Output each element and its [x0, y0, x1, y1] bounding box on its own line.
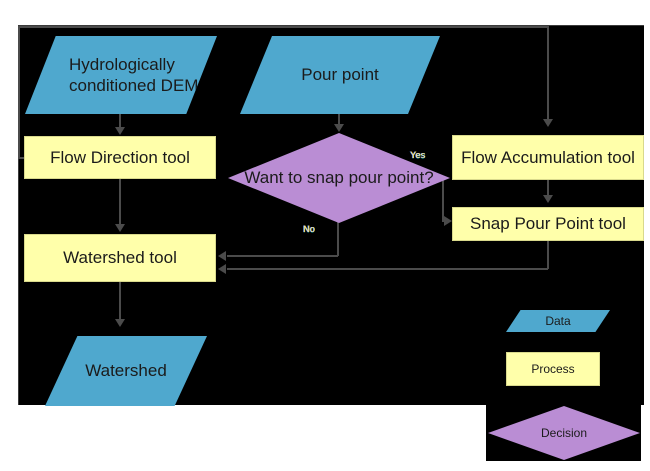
branch-label-yes: Yes — [410, 150, 426, 160]
legend-item-data: Data — [506, 310, 610, 332]
node-label: Pour point — [301, 65, 379, 85]
connector-watershedtool-to-output — [119, 282, 121, 320]
connector-no-vertical — [337, 222, 339, 256]
connector-top-rail-horizontal — [18, 26, 548, 28]
connector-dem-to-flowdir — [119, 113, 121, 128]
arrowhead-flowaccum-to-snappour — [543, 195, 553, 203]
arrowhead-snappour-to-watershedtool — [218, 264, 226, 274]
connector-no-horizontal — [227, 255, 338, 257]
node-label: Flow Accumulation tool — [461, 147, 635, 167]
legend-label: Data — [545, 313, 571, 328]
node-flow-accumulation-tool[interactable]: Flow Accumulation tool — [452, 135, 644, 180]
arrowhead-watershedtool-to-output — [115, 319, 125, 327]
branch-label-no: No — [303, 224, 315, 234]
node-snap-pour-point-tool[interactable]: Snap Pour Point tool — [452, 207, 644, 241]
connector-yes-vertical — [442, 177, 444, 221]
node-flow-direction-tool[interactable]: Flow Direction tool — [24, 136, 216, 179]
legend-item-process: Process — [506, 352, 600, 386]
arrowhead-to-flowaccum — [543, 119, 553, 127]
node-label: Hydrologically conditioned DEM — [69, 54, 199, 95]
node-label: Watershed tool — [63, 248, 177, 268]
connector-snappour-return-horizontal — [227, 268, 548, 270]
connector-flowdir-to-watershedtool — [119, 179, 121, 225]
node-hydrologically-conditioned-dem[interactable]: Hydrologically conditioned DEM — [25, 36, 217, 114]
arrowhead-flowdir-to-watershedtool — [115, 224, 125, 232]
connector-pourpoint-to-decision — [338, 113, 340, 125]
arrowhead-dem-to-flowdir — [115, 127, 125, 135]
legend-label: Decision — [540, 425, 588, 440]
connector-snappour-return-vertical — [547, 241, 549, 269]
arrowhead-yes-to-snappour — [444, 216, 452, 226]
node-pour-point[interactable]: Pour point — [240, 36, 440, 114]
node-watershed-tool[interactable]: Watershed tool — [24, 234, 216, 282]
node-label: Flow Direction tool — [50, 147, 190, 167]
node-label: Watershed — [85, 361, 167, 381]
node-label: Snap Pour Point tool — [470, 214, 626, 234]
node-label: Want to snap pour point? — [244, 168, 434, 188]
arrowhead-no-to-watershedtool — [218, 251, 226, 261]
arrowhead-pourpoint-to-decision — [334, 124, 344, 132]
connector-flowaccum-to-snappour — [547, 180, 549, 196]
connector-left-rail-to-flowdir — [18, 157, 26, 159]
connector-top-rail-to-flowaccum — [547, 26, 549, 119]
connector-left-rail-vertical — [18, 26, 20, 158]
legend-label: Process — [531, 361, 575, 376]
